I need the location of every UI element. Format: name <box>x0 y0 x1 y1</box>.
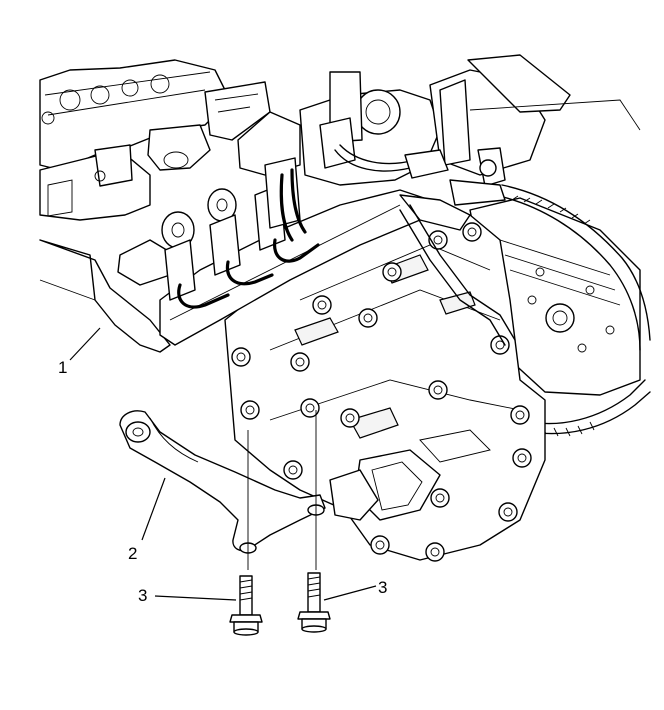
leader-3-right <box>323 585 377 601</box>
callout-leaders <box>69 327 377 601</box>
callout-1: 1 <box>58 358 67 377</box>
solenoid-bank <box>117 117 516 346</box>
alignment-lines <box>247 410 317 570</box>
leader-2 <box>141 477 166 541</box>
valve-body-bolts <box>231 222 532 562</box>
callout-2: 2 <box>128 544 137 563</box>
bracket-part <box>119 410 326 554</box>
bolt-right <box>297 572 331 633</box>
engine-housing <box>39 59 301 353</box>
callout-3-left: 3 <box>138 586 147 605</box>
leader-3-left <box>154 595 237 601</box>
valve-body <box>224 209 546 561</box>
bolt-left <box>229 575 263 636</box>
callout-3-right: 3 <box>378 578 387 597</box>
leader-1 <box>69 327 101 361</box>
